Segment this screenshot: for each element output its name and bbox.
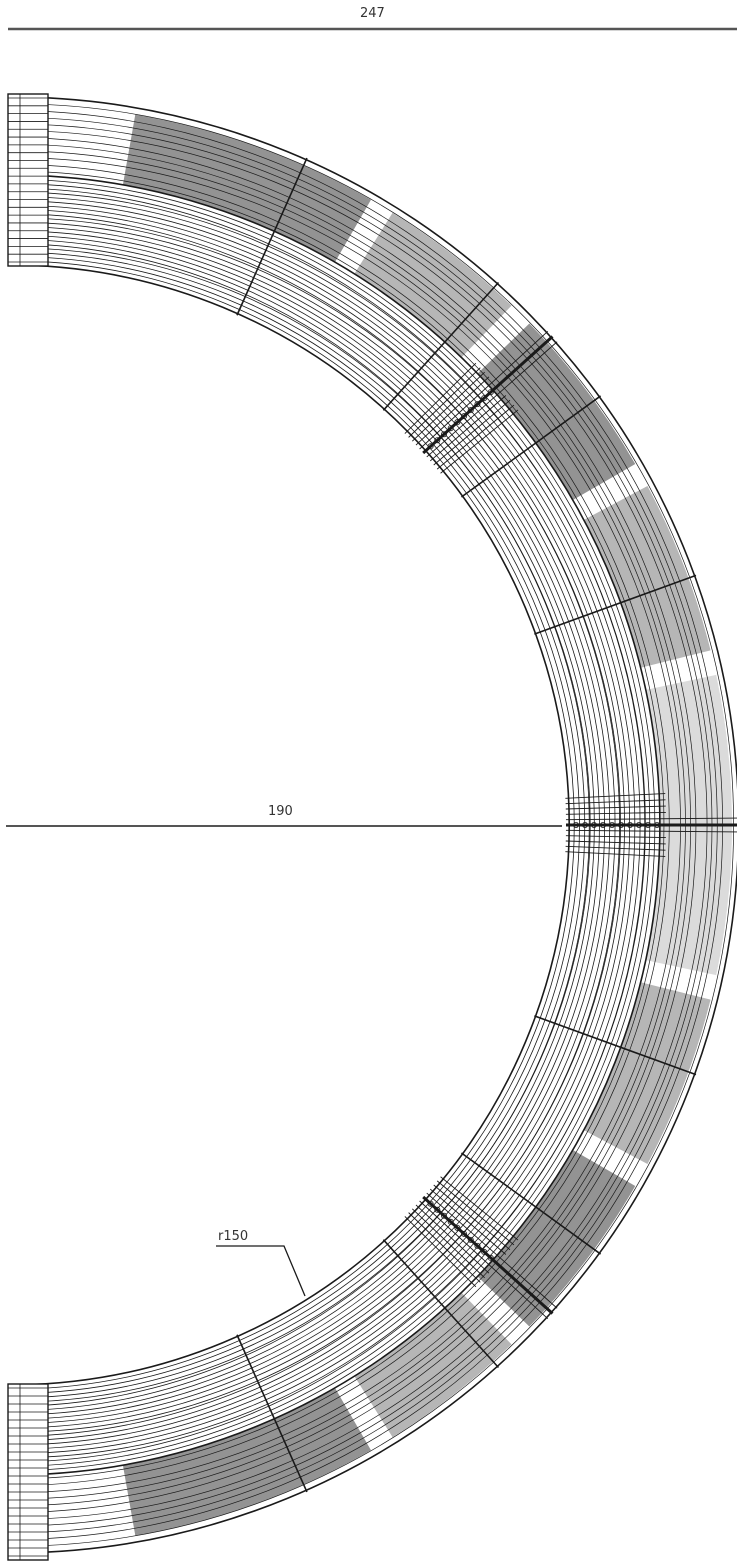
connector-dot-1-8 [645,822,652,829]
radius-label: r150 [218,1229,249,1244]
connector-dot-2-0 [427,1200,434,1207]
outer-band-shade-7 [354,1292,512,1438]
connector-dot-0-3 [447,425,454,432]
connector-line-2-9 [408,1212,481,1283]
outer-band-shade-1 [354,212,512,358]
connector-line-1-10 [565,851,666,857]
connector-line-0-9 [436,404,515,470]
connector-line-1-4 [565,817,737,821]
inner-span-label: 190 [268,804,293,819]
connector-cluster-1 [565,793,737,857]
connector-line-1-3 [565,811,666,815]
connector-dot-1-5 [618,822,625,829]
outer-band-shade-5 [583,982,711,1164]
connector-dot-2-5 [461,1230,468,1237]
connector-line-2-3 [429,1188,507,1255]
connector-line-1-2 [565,805,666,810]
connector-dot-0-6 [467,407,474,414]
dimension-lines [6,27,737,1297]
connector-line-0-10 [440,409,519,474]
connector-dot-0-1 [434,437,441,444]
connector-dot-0-4 [454,419,461,426]
connector-line-1-6 [565,829,737,833]
end-cap-frame-0 [7,93,49,267]
outer-track-11 [22,96,737,1554]
connector-line-1-1 [565,799,666,805]
connector-line-1-7 [565,835,666,839]
connector-dot-1-7 [636,822,643,829]
connector-line-0-6 [426,341,558,458]
connector-dot-2-7 [474,1242,481,1249]
connector-dot-1-9 [654,822,661,829]
connector-line-2-2 [433,1184,511,1251]
overall-width-label: 247 [360,6,385,21]
connector-dot-2-4 [454,1224,461,1231]
connector-dot-2-8 [481,1248,488,1255]
connector-dot-1-4 [609,822,616,829]
connector-dot-1-2 [591,822,598,829]
radial-divider-6 [460,1152,602,1255]
radial-divider-2 [460,395,602,498]
connector-line-0-3 [415,376,490,446]
connector-line-2-0 [440,1176,519,1241]
connector-line-1-0 [565,793,666,799]
connector-dot-2-9 [487,1254,494,1261]
connector-line-0-5 [422,335,554,455]
connector-line-2-5 [422,1195,554,1315]
connector-line-1-8 [565,840,666,845]
radial-divider-8 [236,1334,308,1493]
radius-leader-line [216,1245,306,1297]
connector-cluster-2 [404,1176,558,1319]
connector-dot-1-0 [573,822,580,829]
radial-divider-7 [382,1239,500,1369]
connector-line-0-2 [411,371,485,442]
connector-dot-2-1 [434,1206,441,1213]
radial-divider-3 [534,574,697,635]
connector-line-2-4 [426,1192,558,1309]
radial-divider-5 [534,1015,697,1076]
connector-dot-0-0 [427,443,434,450]
connector-line-1-9 [565,845,666,851]
connector-dot-2-6 [467,1236,474,1243]
connector-line-0-0 [404,362,477,434]
radial-divider-1 [382,281,500,411]
connector-line-2-10 [404,1216,477,1288]
connector-dot-1-6 [627,822,634,829]
outer-band-shade-3 [583,486,711,668]
connector-dot-0-5 [461,413,468,420]
connector-dot-1-3 [600,822,607,829]
connector-dot-0-8 [481,395,488,402]
connector-dot-0-7 [474,401,481,408]
end-cap-0 [7,93,49,267]
connector-line-0-4 [419,331,549,450]
radial-divider-0 [236,157,308,316]
outer-band-shade-0 [122,113,372,263]
inner-track-1 [19,260,575,1390]
connector-dot-1-1 [582,822,589,829]
connector-line-2-1 [436,1180,515,1246]
connector-clusters [404,331,737,1319]
connector-line-2-8 [411,1208,485,1279]
end-cap-1 [7,1383,49,1561]
outer-band-shade-8 [122,1387,372,1537]
connector-cluster-0 [404,331,558,474]
end-caps [7,93,49,1561]
connector-line-2-7 [415,1204,490,1274]
connector-line-2-6 [419,1200,549,1319]
connector-line-0-8 [433,399,511,466]
connector-dot-2-2 [440,1212,447,1219]
connector-line-0-7 [429,395,507,462]
end-cap-frame-1 [7,1383,49,1561]
connector-dot-2-3 [447,1218,454,1225]
connector-line-0-1 [408,367,481,438]
connector-dot-0-9 [487,389,494,396]
connector-dot-0-2 [440,431,447,438]
